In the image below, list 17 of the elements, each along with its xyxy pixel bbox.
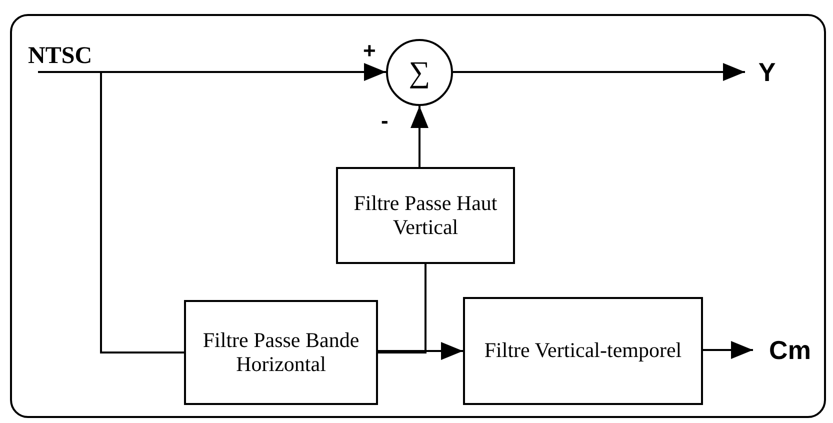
filter-box xyxy=(184,300,378,405)
connector-line xyxy=(378,264,426,354)
arrow xyxy=(378,342,463,360)
connector-line xyxy=(100,72,184,354)
filter-label: Filtre Passe Haut Vertical xyxy=(352,192,498,239)
arrow xyxy=(410,106,428,167)
filter-label: Filtre Passe Bande Horizontal xyxy=(202,329,360,376)
input-label: NTSC xyxy=(28,44,92,68)
filter-box xyxy=(463,297,703,405)
filter-label: Filtre Vertical-temporel xyxy=(484,339,682,363)
filter-box xyxy=(336,167,515,264)
output-label: Cm xyxy=(769,337,811,363)
arrow xyxy=(453,63,745,81)
output-label: Y xyxy=(758,59,776,85)
arrow xyxy=(703,341,753,359)
sigma-symbol: ∑ xyxy=(408,58,430,88)
arrow xyxy=(38,63,386,81)
